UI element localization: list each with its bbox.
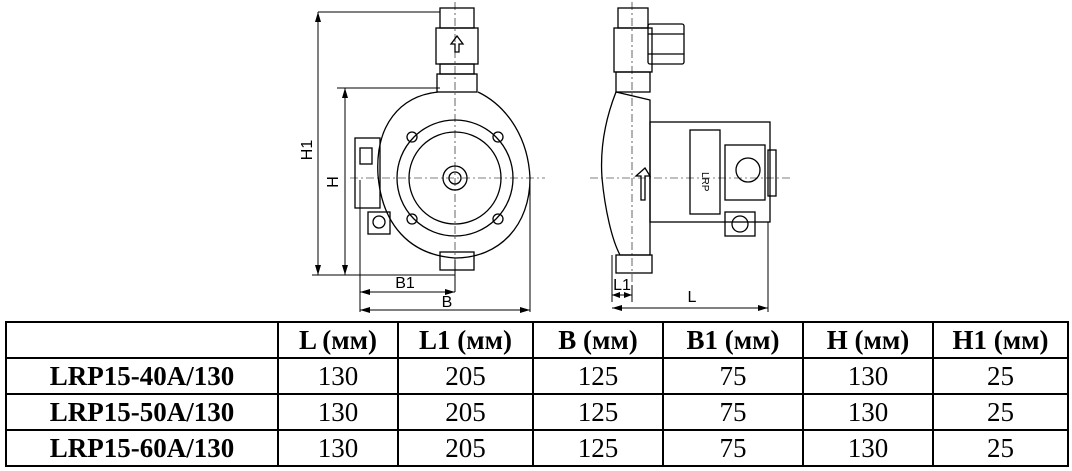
value-cell: 125 [532, 357, 664, 395]
value-cell: 130 [277, 429, 399, 467]
model-cell: LRP15-40A/130 [5, 357, 279, 395]
value-cell: 75 [662, 393, 804, 431]
model-cell: LRP15-50A/130 [5, 393, 279, 431]
table-row: LRP15-40A/130 130 205 125 75 130 25 [5, 357, 1069, 395]
h-label: H [325, 176, 342, 188]
value-cell: 205 [397, 429, 534, 467]
value-cell: 130 [802, 357, 934, 395]
value-cell: 130 [802, 393, 934, 431]
header-cell-h: H (мм) [802, 321, 934, 359]
l1-label: L1 [613, 277, 631, 294]
front-view [312, 2, 545, 312]
value-cell: 130 [277, 393, 399, 431]
value-cell: 25 [932, 357, 1069, 395]
value-cell: 25 [932, 393, 1069, 431]
value-cell: 205 [397, 357, 534, 395]
b1-label: B1 [395, 275, 415, 292]
side-view: LRP [590, 2, 790, 312]
value-cell: 75 [662, 357, 804, 395]
value-cell: 25 [932, 429, 1069, 467]
table-header-row: L (мм) L1 (мм) B (мм) B1 (мм) H (мм) H1 … [5, 321, 1069, 359]
value-cell: 130 [802, 429, 934, 467]
header-cell-l1: L1 (мм) [397, 321, 534, 359]
table-row: LRP15-60A/130 130 205 125 75 130 25 [5, 429, 1069, 467]
header-cell-l: L (мм) [277, 321, 399, 359]
value-cell: 130 [277, 357, 399, 395]
header-cell-h1: H1 (мм) [932, 321, 1069, 359]
spec-table: L (мм) L1 (мм) B (мм) B1 (мм) H (мм) H1 … [5, 321, 1069, 467]
l-label: L [688, 289, 697, 306]
b-label: B [442, 294, 453, 311]
header-cell-empty [5, 321, 279, 359]
h1-label: H1 [299, 140, 316, 161]
header-cell-b: B (мм) [532, 321, 664, 359]
value-cell: 75 [662, 429, 804, 467]
value-cell: 125 [532, 393, 664, 431]
value-cell: 205 [397, 393, 534, 431]
value-cell: 125 [532, 429, 664, 467]
pump-dimension-drawing: H1 H B1 B LRP [299, 2, 790, 313]
table-row: LRP15-50A/130 130 205 125 75 130 25 [5, 393, 1069, 431]
model-cell: LRP15-60A/130 [5, 429, 279, 467]
svg-text:LRP: LRP [699, 172, 710, 192]
header-cell-b1: B1 (мм) [662, 321, 804, 359]
